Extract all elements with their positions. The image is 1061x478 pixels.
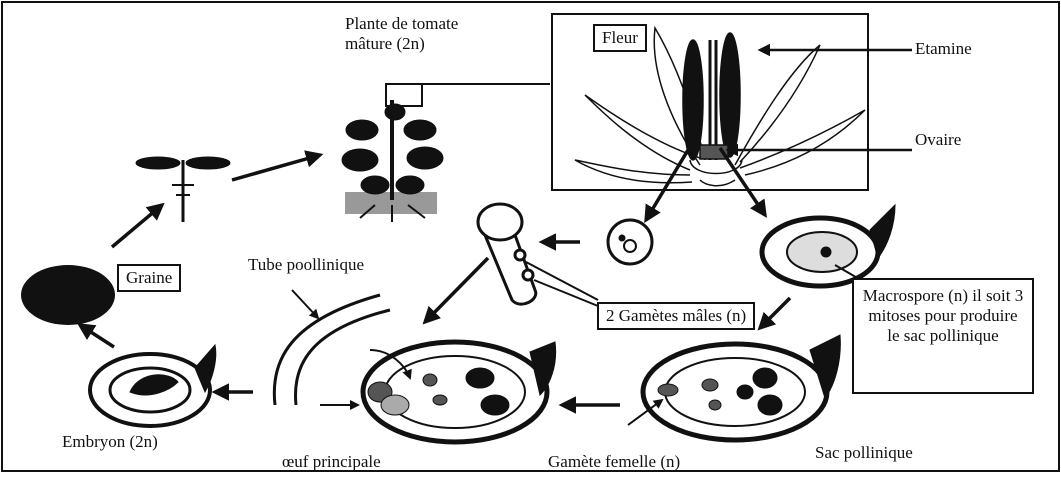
male-gametes-label: 2 Gamètes mâles (n) — [597, 302, 755, 330]
ovary-label: Ovaire — [915, 130, 961, 150]
seed-label: Graine — [117, 264, 181, 292]
germinating-pollen-drawing — [478, 204, 536, 304]
plant-label: Plante de tomate mâture (2n) — [345, 14, 495, 54]
tomato-plant-drawing — [342, 84, 443, 222]
pollen-grain-drawing — [608, 220, 652, 264]
stamen-label: Etamine — [915, 39, 972, 59]
pollen-sac-drawing — [643, 335, 840, 440]
macrospore-ovule-drawing — [762, 205, 895, 286]
flower-label: Fleur — [593, 24, 647, 52]
embryo-label: Embryon (2n) — [62, 432, 158, 452]
pollen-tube-label: Tube poollinique — [248, 255, 364, 275]
macrospore-label: Macrospore (n) il soit 3 mitoses pour pr… — [852, 278, 1034, 394]
pollen-sac-label: Sac pollinique — [815, 443, 913, 463]
embryo-drawing — [90, 345, 216, 426]
female-gamete-label: Gamète femelle (n) — [548, 452, 680, 472]
seed-shape — [21, 265, 115, 325]
main-egg-label: œuf principale — [282, 452, 381, 472]
seedling-drawing — [136, 157, 230, 222]
